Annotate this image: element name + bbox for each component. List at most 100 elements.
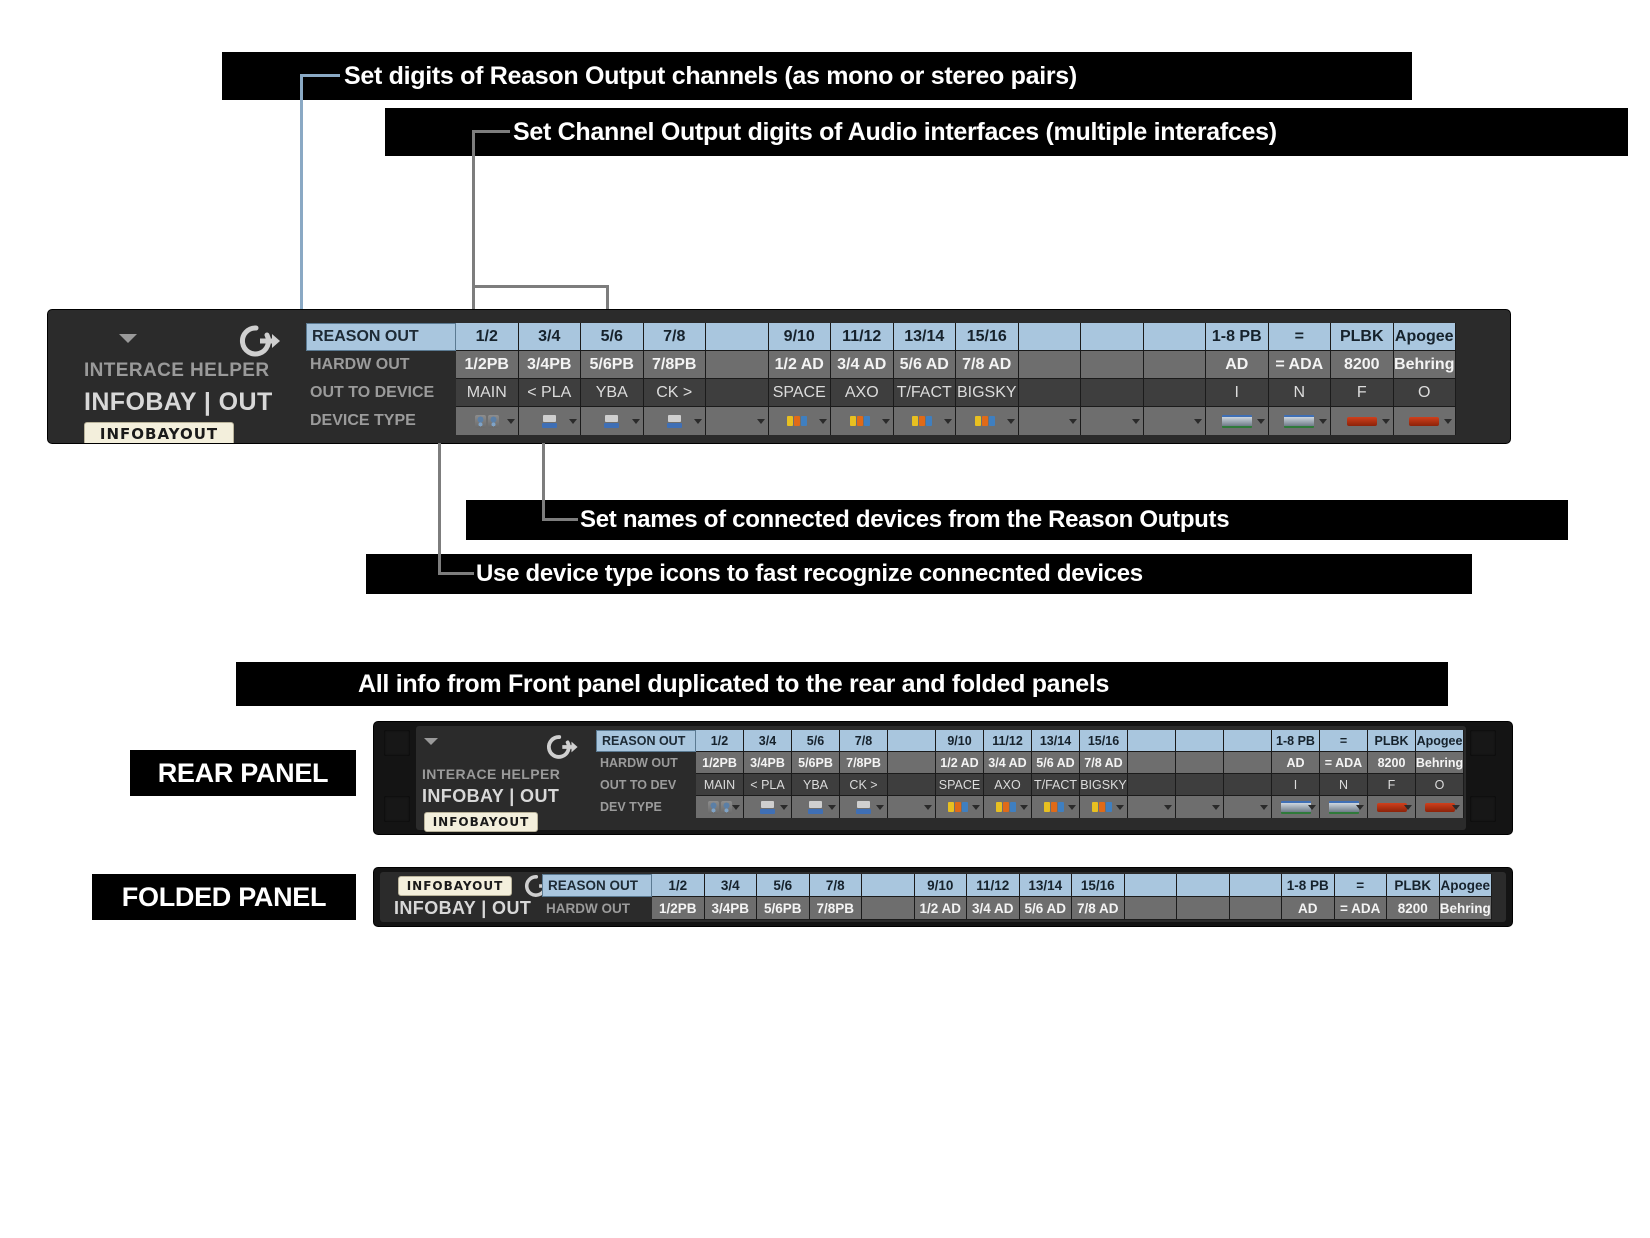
reason-cell[interactable]: = <box>1320 730 1368 752</box>
reason-cell[interactable]: 9/10 <box>914 874 967 897</box>
hardw-cell[interactable]: AD <box>1272 752 1320 774</box>
hardw-cell[interactable] <box>1229 897 1282 920</box>
device-cell[interactable]: < PLA <box>744 774 792 796</box>
reason-cell[interactable] <box>1143 323 1206 351</box>
chevron-down-icon[interactable] <box>756 419 765 424</box>
device-cell[interactable]: MAIN <box>456 379 519 407</box>
device-type-cell[interactable] <box>643 407 706 435</box>
device-cell[interactable]: BIGSKY <box>956 379 1019 407</box>
device-cell[interactable] <box>1224 774 1272 796</box>
reason-cell[interactable]: 1/2 <box>456 323 519 351</box>
reason-cell[interactable]: 1/2 <box>652 874 705 897</box>
chevron-down-icon[interactable] <box>1006 419 1015 424</box>
device-type-cell[interactable] <box>456 407 519 435</box>
device-type-cell[interactable] <box>956 407 1019 435</box>
chevron-down-icon[interactable] <box>944 419 952 424</box>
hardw-cell[interactable]: 5/6PB <box>792 752 840 774</box>
hardw-cell[interactable]: 1/2PB <box>696 752 744 774</box>
chevron-down-icon[interactable] <box>828 805 836 810</box>
hardw-cell[interactable]: 1/2 AD <box>914 897 967 920</box>
reason-cell[interactable]: 7/8 <box>840 730 888 752</box>
chevron-down-icon[interactable] <box>506 419 515 424</box>
device-type-cell[interactable] <box>768 407 831 435</box>
device-cell[interactable] <box>888 774 936 796</box>
reason-cell[interactable]: 3/4 <box>744 730 792 752</box>
reason-cell[interactable] <box>1177 874 1230 897</box>
device-type-cell[interactable] <box>1032 796 1080 818</box>
rear-name-tag[interactable]: INFOBAYOUT <box>424 812 538 832</box>
reason-cell[interactable]: PLBK <box>1368 730 1416 752</box>
reason-cell[interactable]: 9/10 <box>768 323 831 351</box>
hardw-cell[interactable]: 1/2 AD <box>936 752 984 774</box>
chevron-down-icon[interactable] <box>1131 419 1140 424</box>
hardw-cell[interactable] <box>1081 351 1144 379</box>
reason-cell[interactable]: 1/2 <box>696 730 744 752</box>
chevron-down-icon[interactable] <box>1256 419 1265 424</box>
hardw-cell[interactable]: 7/8PB <box>809 897 862 920</box>
device-cell[interactable]: MAIN <box>696 774 744 796</box>
hardw-cell[interactable]: 7/8 AD <box>956 351 1019 379</box>
device-cell[interactable]: SPACE <box>768 379 831 407</box>
panel-name-tag[interactable]: INFOBAYOUT <box>84 422 234 443</box>
device-cell[interactable]: YBA <box>792 774 840 796</box>
chevron-down-icon[interactable] <box>1020 805 1028 810</box>
device-cell[interactable] <box>1081 379 1144 407</box>
hardw-cell[interactable]: AD <box>1206 351 1269 379</box>
device-cell[interactable]: I <box>1272 774 1320 796</box>
device-type-cell[interactable] <box>1143 407 1206 435</box>
hardw-cell[interactable]: 5/6PB <box>757 897 810 920</box>
device-type-cell[interactable] <box>1128 796 1176 818</box>
hardw-cell[interactable]: 3/4PB <box>744 752 792 774</box>
reason-cell[interactable] <box>1081 323 1144 351</box>
device-type-cell[interactable] <box>1206 407 1269 435</box>
reason-cell[interactable]: 13/14 <box>1032 730 1080 752</box>
chevron-down-icon[interactable] <box>1381 419 1390 424</box>
device-cell[interactable]: CK > <box>840 774 888 796</box>
hardw-cell[interactable]: 3/4PB <box>518 351 581 379</box>
chevron-down-icon[interactable] <box>972 805 980 810</box>
chevron-down-icon[interactable] <box>569 419 577 424</box>
chevron-down-icon[interactable] <box>732 805 740 810</box>
hardw-cell[interactable]: = ADA <box>1334 897 1387 920</box>
device-type-cell[interactable] <box>1272 796 1320 818</box>
device-cell[interactable]: SPACE <box>936 774 984 796</box>
hardw-cell[interactable] <box>862 897 915 920</box>
hardw-cell[interactable]: 8200 <box>1368 752 1416 774</box>
hardw-cell[interactable]: 7/8PB <box>840 752 888 774</box>
reason-cell[interactable]: Apogee <box>1393 323 1456 351</box>
chevron-down-icon[interactable] <box>1212 805 1220 810</box>
reason-cell[interactable]: = <box>1334 874 1387 897</box>
chevron-down-icon[interactable] <box>1068 805 1076 810</box>
hardw-cell[interactable] <box>1018 351 1081 379</box>
hardw-cell[interactable] <box>1143 351 1206 379</box>
hardw-cell[interactable]: 1/2PB <box>652 897 705 920</box>
hardw-cell[interactable]: 8200 <box>1331 351 1394 379</box>
device-cell[interactable]: AXO <box>831 379 894 407</box>
reason-cell[interactable] <box>1018 323 1081 351</box>
device-type-cell[interactable] <box>1224 796 1272 818</box>
hardw-cell[interactable] <box>1176 752 1224 774</box>
device-type-cell[interactable] <box>1018 407 1081 435</box>
hardw-cell[interactable]: 1/2PB <box>456 351 519 379</box>
hardw-cell[interactable]: 5/6PB <box>581 351 644 379</box>
device-type-cell[interactable] <box>1176 796 1224 818</box>
fold-arrow-icon-rear[interactable] <box>424 738 438 745</box>
hardw-cell[interactable] <box>888 752 936 774</box>
reason-cell[interactable] <box>1128 730 1176 752</box>
reason-cell[interactable]: PLBK <box>1387 874 1440 897</box>
device-type-cell[interactable] <box>518 407 581 435</box>
device-type-cell[interactable] <box>1320 796 1368 818</box>
hardw-cell[interactable] <box>1224 752 1272 774</box>
device-type-cell[interactable] <box>1331 407 1394 435</box>
device-type-cell[interactable] <box>888 796 936 818</box>
reason-cell[interactable]: 7/8 <box>809 874 862 897</box>
device-type-cell[interactable] <box>831 407 894 435</box>
device-cell[interactable] <box>1018 379 1081 407</box>
hardw-cell[interactable]: Behring <box>1393 351 1456 379</box>
hardw-cell[interactable]: 7/8 AD <box>1080 752 1128 774</box>
reason-cell[interactable] <box>1229 874 1282 897</box>
device-type-cell[interactable] <box>840 796 888 818</box>
